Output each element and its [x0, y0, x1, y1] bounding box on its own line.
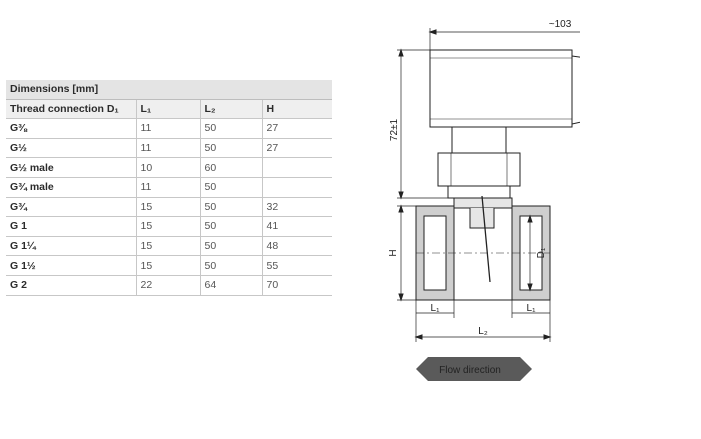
neck — [451, 126, 507, 154]
cell-h: 70 — [261, 275, 332, 296]
cell-l1: 11 — [135, 118, 200, 139]
dim-d1-label: D₁ — [536, 247, 547, 258]
cell-l1: 11 — [135, 138, 200, 159]
dim-width-arrow-left — [428, 29, 437, 35]
cell-l2: 50 — [199, 236, 262, 257]
sensor-paddle — [481, 195, 491, 283]
cell-thread: G⅜ — [6, 118, 136, 139]
cell-h: 27 — [261, 118, 332, 139]
technical-drawing: ~103 72±1 H D₁ L₁ L₁ L₂ Flow direction — [388, 19, 580, 381]
cell-thread: G 1 — [6, 216, 136, 237]
header-h: H — [261, 99, 332, 120]
table-header-row: Thread connection D₁ L₁ L₂ H — [6, 99, 332, 120]
paddle-guide — [469, 208, 495, 229]
dim-d1-arrow-top — [527, 214, 533, 223]
cell-h: 48 — [261, 236, 332, 257]
cell-l2: 50 — [199, 216, 262, 237]
header-l2: L₂ — [199, 99, 262, 120]
flow-arrow-shape — [416, 357, 532, 381]
cell-h: 55 — [261, 255, 332, 276]
dim-height-arrow-top — [398, 48, 404, 57]
flow-direction-label: Flow direction — [439, 365, 501, 376]
cell-l1: 11 — [135, 177, 200, 198]
dim-h-arrow-top — [398, 204, 404, 213]
cell-h: 41 — [261, 216, 332, 237]
cell-h: 27 — [261, 138, 332, 159]
dim-h-arrow-bottom — [398, 293, 404, 302]
dim-l1-right-label: L₁ — [527, 303, 537, 314]
dim-d1-arrow-bottom — [527, 283, 533, 292]
cell-thread: G½ male — [6, 157, 136, 178]
dimensions-table: Dimensions [mm] Thread connection D₁ L₁ … — [6, 80, 332, 296]
header-l1: L₁ — [135, 99, 200, 120]
sensor-housing — [429, 49, 573, 128]
cell-l2: 50 — [199, 138, 262, 159]
cell-l1: 10 — [135, 157, 200, 178]
connector-plug — [571, 55, 580, 125]
dim-h-label: H — [388, 249, 399, 256]
table-caption: Dimensions [mm] — [6, 80, 332, 100]
cell-l1: 15 — [135, 216, 200, 237]
dim-l2-arrow-right — [543, 334, 552, 340]
header-thread-connection: Thread connection D₁ — [6, 99, 136, 120]
cell-l2: 50 — [199, 118, 262, 139]
dim-l2-arrow-left — [414, 334, 423, 340]
cell-l1: 15 — [135, 255, 200, 276]
cell-l1: 22 — [135, 275, 200, 296]
table-caption-row: Dimensions [mm] — [6, 80, 332, 100]
cell-h: 32 — [261, 197, 332, 218]
flow-direction-arrow: Flow direction — [416, 357, 532, 381]
cell-h — [261, 177, 332, 198]
cell-l2: 64 — [199, 275, 262, 296]
cell-l2: 50 — [199, 255, 262, 276]
cell-thread: G 1¼ — [6, 236, 136, 257]
dim-height-label: 72±1 — [389, 118, 400, 141]
cell-thread: G 1½ — [6, 255, 136, 276]
cell-thread: G 2 — [6, 275, 136, 296]
cell-thread: G¾ — [6, 197, 136, 218]
dim-width-label: ~103 — [549, 19, 572, 30]
dim-height-arrow-bottom — [398, 191, 404, 200]
hex-nut — [437, 152, 521, 187]
cell-l2: 60 — [199, 157, 262, 178]
nut-collar — [447, 185, 511, 199]
cell-thread: G¾ male — [6, 177, 136, 198]
dim-l2-label: L₂ — [478, 326, 488, 337]
dim-l1-left-label: L₁ — [431, 303, 441, 314]
cell-l2: 50 — [199, 177, 262, 198]
cell-thread: G½ — [6, 138, 136, 159]
cell-h — [261, 157, 332, 178]
cell-l2: 50 — [199, 197, 262, 218]
cell-l1: 15 — [135, 197, 200, 218]
cell-l1: 15 — [135, 236, 200, 257]
